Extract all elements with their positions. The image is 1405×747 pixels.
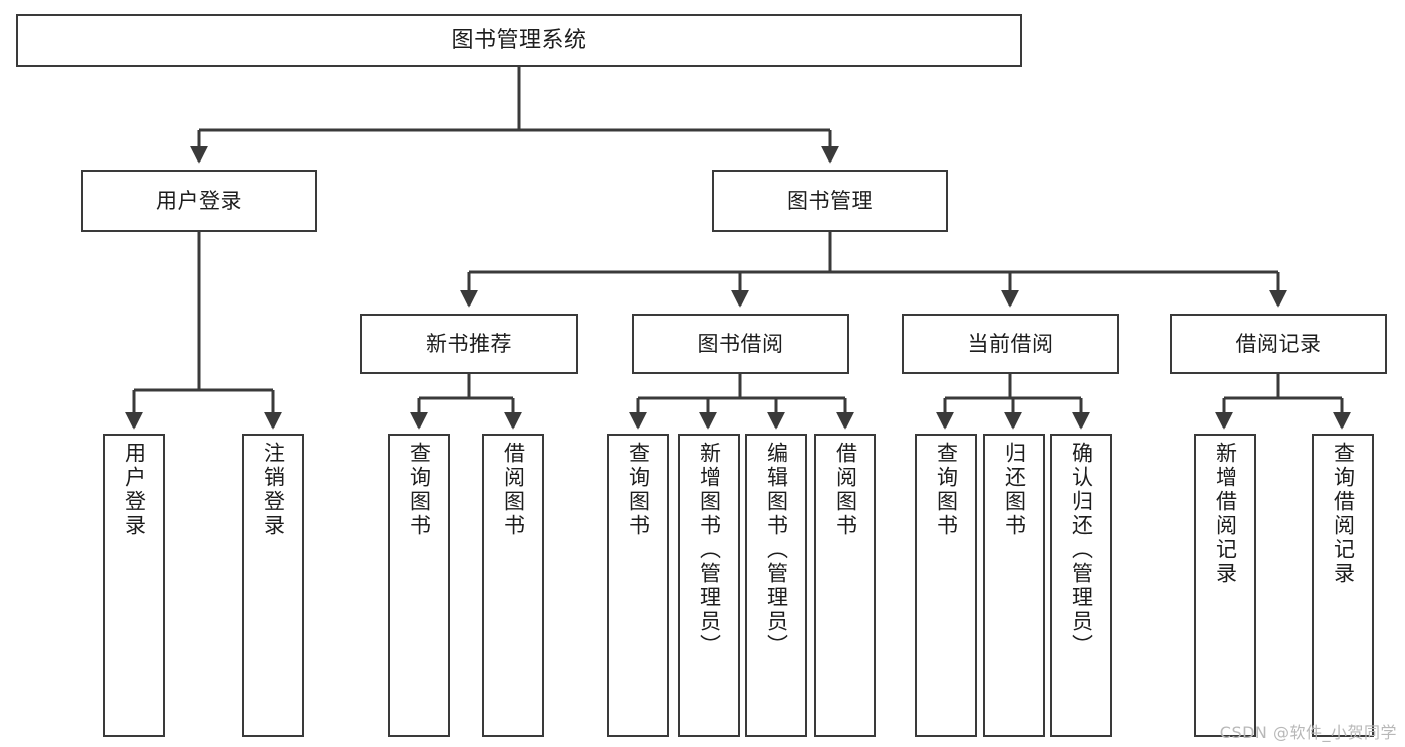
node-borrow-record[interactable]: 借阅记录: [1170, 314, 1387, 374]
leaf-book-borrow-borrow-label: 借阅图书: [833, 442, 858, 538]
leaf-new-book-borrow-label: 借阅图书: [501, 442, 526, 538]
node-user-login-label: 用户登录: [156, 188, 242, 213]
leaf-current-borrow-query[interactable]: 查询图书: [915, 434, 977, 737]
leaf-borrow-record-add[interactable]: 新增借阅记录: [1194, 434, 1256, 737]
node-book-borrow[interactable]: 图书借阅: [632, 314, 849, 374]
leaf-book-borrow-add[interactable]: 新增图书（管理员）: [678, 434, 740, 737]
node-root-label: 图书管理系统: [451, 27, 587, 53]
leaf-borrow-record-query[interactable]: 查询借阅记录: [1312, 434, 1374, 737]
node-new-book-recommend[interactable]: 新书推荐: [360, 314, 578, 374]
leaf-user-login-logout[interactable]: 注销登录: [242, 434, 304, 737]
leaf-book-borrow-edit-label: 编辑图书（管理员）: [764, 442, 789, 658]
node-book-management[interactable]: 图书管理: [712, 170, 948, 232]
node-user-login[interactable]: 用户登录: [81, 170, 317, 232]
node-root[interactable]: 图书管理系统: [16, 14, 1022, 67]
leaf-current-borrow-confirm-label: 确认归还（管理员）: [1069, 442, 1094, 658]
node-borrow-record-label: 借阅记录: [1235, 331, 1322, 356]
leaf-new-book-query[interactable]: 查询图书: [388, 434, 450, 737]
leaf-book-borrow-edit[interactable]: 编辑图书（管理员）: [745, 434, 807, 737]
leaf-current-borrow-confirm[interactable]: 确认归还（管理员）: [1050, 434, 1112, 737]
leaf-user-login-login-label: 用户登录: [122, 442, 147, 538]
leaf-book-borrow-query[interactable]: 查询图书: [607, 434, 669, 737]
leaf-book-borrow-add-label: 新增图书（管理员）: [697, 442, 722, 658]
node-current-borrow-label: 当前借阅: [967, 331, 1054, 356]
leaf-user-login-login[interactable]: 用户登录: [103, 434, 165, 737]
leaf-current-borrow-return-label: 归还图书: [1002, 442, 1027, 538]
leaf-borrow-record-add-label: 新增借阅记录: [1213, 442, 1238, 586]
leaf-book-borrow-borrow[interactable]: 借阅图书: [814, 434, 876, 737]
leaf-borrow-record-query-label: 查询借阅记录: [1331, 442, 1356, 586]
node-current-borrow[interactable]: 当前借阅: [902, 314, 1119, 374]
leaf-user-login-logout-label: 注销登录: [261, 442, 286, 538]
leaf-new-book-borrow[interactable]: 借阅图书: [482, 434, 544, 737]
leaf-book-borrow-query-label: 查询图书: [626, 442, 651, 538]
leaf-current-borrow-return[interactable]: 归还图书: [983, 434, 1045, 737]
leaf-current-borrow-query-label: 查询图书: [934, 442, 959, 538]
node-book-borrow-label: 图书借阅: [697, 331, 784, 356]
node-new-book-recommend-label: 新书推荐: [426, 331, 512, 356]
watermark-text: CSDN @软件_小贺同学: [1219, 723, 1397, 742]
node-book-management-label: 图书管理: [787, 188, 873, 213]
leaf-new-book-query-label: 查询图书: [407, 442, 432, 538]
